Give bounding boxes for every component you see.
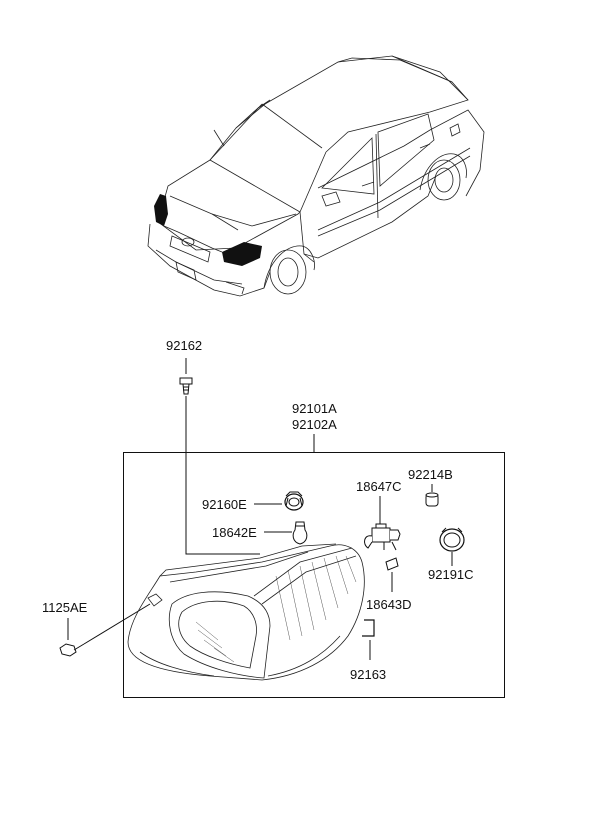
assembly-box (123, 452, 505, 698)
left-headlight-highlight (154, 194, 168, 226)
label-92101a: 92101A (292, 401, 337, 416)
label-18643d: 18643D (366, 597, 412, 612)
label-1125ae: 1125AE (42, 600, 88, 615)
label-18642e: 18642E (212, 525, 257, 540)
label-92191c: 92191C (428, 567, 474, 582)
mount-bolt-icon (59, 643, 85, 657)
car-illustration (147, 55, 485, 297)
side-bulb-icon (292, 521, 308, 545)
headlamp-assembly (127, 543, 365, 681)
bulb-clip-icon (385, 557, 399, 571)
label-92163: 92163 (350, 667, 386, 682)
label-92214b: 92214B (408, 467, 453, 482)
label-92102a: 92102A (292, 417, 337, 432)
right-headlight-highlight (222, 242, 262, 266)
bracket-clip-icon (362, 619, 375, 637)
label-92162: 92162 (166, 338, 202, 353)
headlamp-bulb-icon (364, 523, 401, 551)
small-cap-icon (425, 492, 439, 507)
label-92160e: 92160E (202, 497, 247, 512)
label-18647c: 18647C (356, 479, 402, 494)
dust-cap-icon (439, 527, 465, 552)
screw-92162-icon (179, 377, 193, 395)
bulb-socket-icon (284, 491, 304, 511)
